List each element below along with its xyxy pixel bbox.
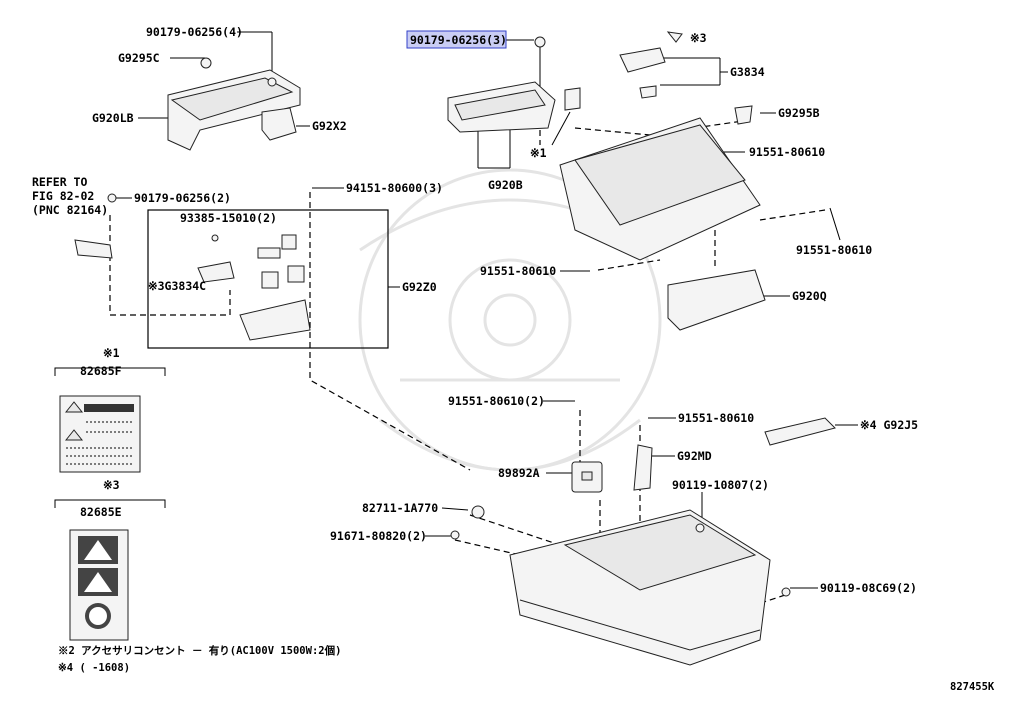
callout-text: 82685F bbox=[80, 364, 122, 378]
label-82685e bbox=[54, 499, 166, 641]
callout-text: 91671-80820(2) bbox=[330, 529, 427, 543]
callout-text: ※3G3834C bbox=[148, 279, 206, 293]
callout-text: FIG 82-02 bbox=[32, 189, 94, 203]
callout-text: ※3 bbox=[103, 478, 120, 492]
part-battery-assembly bbox=[450, 505, 791, 666]
callout-text: ※3 bbox=[690, 31, 707, 45]
label-82685f bbox=[54, 367, 166, 473]
callout-text: 91551-80610 bbox=[749, 145, 825, 159]
part-g920q bbox=[667, 269, 766, 331]
callout-text: 82685E bbox=[80, 505, 122, 519]
part-battery-cover bbox=[559, 105, 761, 261]
callout-text: G92X2 bbox=[312, 119, 347, 133]
callout-text: 82711-1A770 bbox=[362, 501, 438, 515]
highlighted-callout-box bbox=[406, 30, 507, 49]
figure-id: 827455K bbox=[950, 681, 995, 693]
callout-text: ※1 bbox=[530, 146, 547, 160]
callout-text: ※4 G92J5 bbox=[860, 418, 918, 432]
part-g92j5 bbox=[764, 417, 836, 446]
callouts: 90179-06256(4) G9295C G920LB G92X2 90179… bbox=[32, 25, 995, 693]
callout-text: G92MD bbox=[677, 449, 712, 463]
watermark-emblem bbox=[358, 168, 662, 472]
callout-text: G9295B bbox=[778, 106, 820, 120]
part-g92x2 bbox=[261, 107, 297, 141]
part-connector-left bbox=[74, 193, 117, 259]
callout-text: G3834 bbox=[730, 65, 765, 79]
callout-text: 93385-15010(2) bbox=[180, 211, 277, 225]
part-g920b bbox=[447, 36, 581, 133]
g92z0-group-box bbox=[147, 209, 389, 349]
callout-text: 90119-10807(2) bbox=[672, 478, 769, 492]
footnote-text: ※2 アクセサリコンセント － 有り(AC100V 1500W:2個) bbox=[58, 644, 341, 657]
callout-text: 91551-80610 bbox=[678, 411, 754, 425]
callout-text: G920Q bbox=[792, 289, 827, 303]
footnote-text: ※4 ( -1608) bbox=[58, 662, 130, 674]
callout-text: 94151-80600(3) bbox=[346, 181, 443, 195]
callout-text: G920LB bbox=[92, 111, 134, 125]
part-g92z0-relays bbox=[197, 234, 311, 341]
callout-text: ※1 bbox=[103, 346, 120, 360]
callout-text: 91551-80610 bbox=[480, 264, 556, 278]
callout-text: 89892A bbox=[498, 466, 540, 480]
callout-text: 90119-08C69(2) bbox=[820, 581, 917, 595]
callout-text: REFER TO bbox=[32, 175, 87, 189]
callout-text: (PNC 82164) bbox=[32, 203, 108, 217]
part-89892a bbox=[571, 461, 603, 493]
callout-text: G92Z0 bbox=[402, 280, 437, 294]
part-g920lb bbox=[167, 57, 301, 151]
callout-text: G920B bbox=[488, 178, 523, 192]
callout-text: 91551-80610(2) bbox=[448, 394, 545, 408]
callout-highlighted: 90179-06256(3) bbox=[410, 33, 507, 47]
callout-text: 90179-06256(4) bbox=[146, 25, 243, 39]
callout-text: 91551-80610 bbox=[796, 243, 872, 257]
callout-text: 90179-06256(2) bbox=[134, 191, 231, 205]
part-g92md bbox=[633, 444, 653, 491]
part-g3834 bbox=[619, 31, 683, 99]
callout-text: G9295C bbox=[118, 51, 160, 65]
